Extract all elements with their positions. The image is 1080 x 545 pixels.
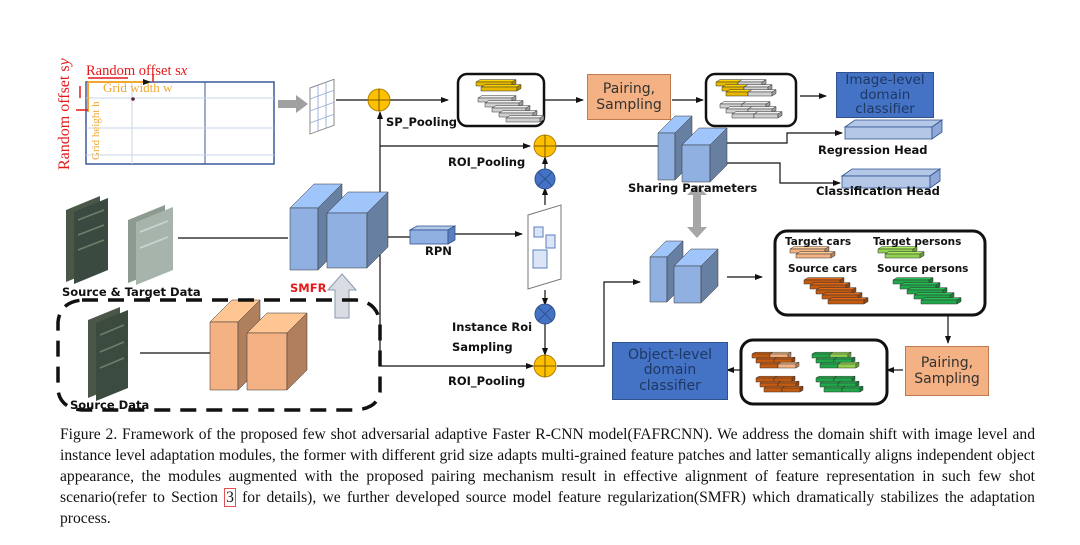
sharing-parameters-arrow [687,185,707,238]
random-offset-x-sub: x [180,63,188,79]
grid-point [131,97,135,101]
grid-to-plane-arrow [278,95,308,113]
connectors [140,93,951,373]
gray-feature-bar [747,89,777,97]
backbone-cnn-block [326,191,389,269]
classification-head-block [840,168,942,189]
sum-op-roi-bottom [533,354,557,378]
pairing-sampling-top: Pairing, Sampling [587,74,671,120]
pairing-sampling-bottom: Pairing, Sampling [905,346,989,396]
source-car-feature-bar [781,385,804,393]
target-car-feature-bar [795,251,836,259]
source-target-data-label: Source & Target Data [62,285,201,299]
framework-diagram: Random offset sy Grid height h Random of… [56,57,989,412]
classification-head-label: Classification Head [816,184,940,198]
regression-head-label: Regression Head [818,143,928,157]
grid-plane [309,78,335,135]
target-person-feature-bar [837,361,860,369]
rpn-label: RPN [425,244,452,258]
pairing-bottom-line2: Sampling [914,371,980,387]
smfr-label: SMFR [290,281,327,295]
source-person-feature-bar [920,297,962,305]
proposal-plane [527,204,562,290]
rpn-block [408,225,457,245]
source-model-region [56,298,382,412]
target-person-feature-bar [884,251,925,259]
gray-feature-bar [484,100,524,108]
regression-head-block [843,119,944,140]
instance-roi-sampling-label-2: Sampling [452,340,513,354]
random-offset-x-text: Random offset s [86,63,181,79]
mul-op-top [534,168,556,190]
image-level-domain-classifier: Image-level domain classifier [836,72,934,118]
grid-height-label: Grid height h [90,101,102,160]
gold-feature-bar [480,84,522,92]
object-level-domain-classifier: Object-level domain classifier [612,342,728,400]
section-reference-link[interactable]: 3 [224,488,236,507]
roi-pooling-top-label: ROI_Pooling [448,155,526,169]
figure-caption: Figure 2. Framework of the proposed few … [60,424,1035,529]
shared-cnn-block [681,127,728,183]
gray-feature-bar [498,110,538,118]
mul-op-bottom [534,303,556,325]
random-offset-x-label: Random offset sx [86,63,187,80]
pairing-top-line1: Pairing, [602,81,656,97]
target-cars-label: Target cars [785,236,852,248]
sum-op-roi-top [533,134,557,158]
source-persons-label: Source persons [877,263,969,275]
paired-instance-feature-box [739,338,889,406]
object-level-line3: classifier [639,377,701,394]
pairing-top-line2: Sampling [596,97,662,113]
gray-feature-bar [505,115,545,123]
caption-text-end: for details), we further developed sourc… [60,489,1035,527]
gray-feature-bar [753,111,783,119]
sum-op-sp [367,88,391,112]
instance-cnn-block [673,248,719,304]
sp-pooling-label: SP_Pooling [386,115,457,129]
pairing-bottom-line1: Pairing, [920,355,974,371]
smfr-arrow [326,273,358,319]
diagram-canvas: Random offset sy Grid height h [56,57,987,412]
source-photo-stack [66,196,108,284]
image-level-line2: domain [859,86,911,103]
grid-width-label: Grid width w [103,80,173,95]
target-car-feature-bar [777,361,800,369]
target-persons-label: Target persons [873,236,962,248]
target-photo-stack [128,205,173,285]
image-level-line1: Image-level [845,72,925,89]
source-data-label: Source Data [70,398,150,412]
source-car-feature-bar [827,297,869,305]
random-offset-y-label: Random offset sy [56,57,73,170]
image-level-line3: classifier [855,101,915,118]
source-cars-label: Source cars [788,263,858,275]
grid-panel [76,74,275,165]
roi-pooling-bottom-label: ROI_Pooling [448,374,526,388]
caption-text-start: Figure 2. Framework of the proposed few … [60,426,1035,506]
source-only-photo-stack [88,307,128,401]
object-level-line1: Object-level [628,346,712,363]
object-level-line2: domain [643,362,697,379]
source-person-feature-bar [841,385,864,393]
source-model-cnn-block [246,312,308,391]
sharing-parameters-label: Sharing Parameters [628,181,758,195]
instance-roi-sampling-label-1: Instance Roi [452,320,533,334]
